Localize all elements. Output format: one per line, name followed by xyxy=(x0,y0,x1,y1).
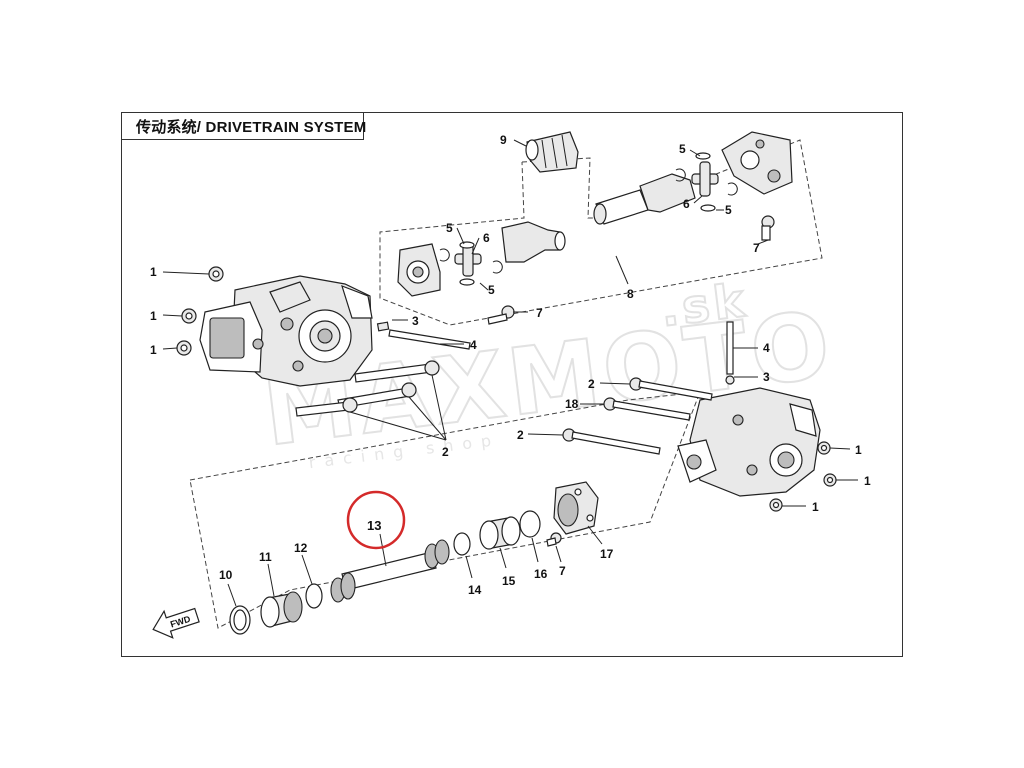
rear-differential xyxy=(677,387,821,497)
label-2b: 2 xyxy=(588,377,595,391)
label-4a: 4 xyxy=(470,338,477,352)
bearing-11 xyxy=(260,591,303,628)
label-13: 13 xyxy=(367,518,381,533)
label-5b: 5 xyxy=(488,283,495,297)
label-9: 9 xyxy=(500,133,507,147)
label-15: 15 xyxy=(502,574,516,588)
label-1a: 1 xyxy=(150,265,157,279)
label-4b: 4 xyxy=(763,341,770,355)
label-6a: 6 xyxy=(483,231,490,245)
flange-yoke-right xyxy=(721,131,793,195)
label-1e: 1 xyxy=(864,474,871,488)
fwd-direction-arrow: FWD xyxy=(152,607,200,639)
boot-9 xyxy=(525,131,579,173)
circlip-6d xyxy=(727,182,738,196)
label-3a: 3 xyxy=(412,314,419,328)
bolt-18 xyxy=(603,397,691,421)
highlight-circle-part-13 xyxy=(346,490,406,550)
circlip-6a xyxy=(439,248,450,262)
label-1c: 1 xyxy=(150,343,157,357)
nut-1e xyxy=(823,473,837,487)
upper-shaft-boundary xyxy=(379,139,823,326)
shaft-4-right xyxy=(726,321,734,375)
ring-16 xyxy=(519,510,541,538)
label-2c: 2 xyxy=(517,428,524,442)
label-8: 8 xyxy=(627,287,634,301)
universal-joint-right xyxy=(691,161,719,197)
label-12: 12 xyxy=(294,541,308,555)
bearing-15 xyxy=(479,516,521,550)
bearing-cap-5d xyxy=(700,204,716,212)
label-1d: 1 xyxy=(855,443,862,457)
label-7c: 7 xyxy=(559,564,566,578)
bolt-2c xyxy=(295,397,358,417)
lower-shaft-boundary xyxy=(189,391,701,629)
splined-shaft xyxy=(593,173,696,225)
label-17: 17 xyxy=(600,547,614,561)
circlip-6b xyxy=(492,260,503,274)
bearing-cap-5c xyxy=(695,152,711,160)
pin-3-upper xyxy=(376,321,390,332)
nut-1d xyxy=(817,441,831,455)
label-16: 16 xyxy=(534,567,548,581)
label-5d: 5 xyxy=(725,203,732,217)
bolt-2a xyxy=(354,360,440,383)
diagram-frame xyxy=(121,112,903,657)
label-1f: 1 xyxy=(812,500,819,514)
nut-1b xyxy=(181,308,197,324)
label-10: 10 xyxy=(219,568,233,582)
snap-ring-14 xyxy=(453,532,471,556)
universal-joint-left xyxy=(454,243,482,277)
flange-yoke-left xyxy=(397,243,441,297)
label-2a: 2 xyxy=(442,445,449,459)
label-5c: 5 xyxy=(679,142,686,156)
nut-1f xyxy=(769,498,783,512)
nut-1a xyxy=(208,266,224,282)
label-7b: 7 xyxy=(753,241,760,255)
label-1b: 1 xyxy=(150,309,157,323)
flange-17 xyxy=(553,481,599,535)
oil-seal-10 xyxy=(229,605,251,635)
leader-lines xyxy=(162,139,858,607)
bolt-7-lower xyxy=(546,532,562,547)
part-labels: 1 1 1 1 1 1 2 2 2 3 3 4 4 5 5 5 5 6 6 7 … xyxy=(150,133,871,597)
bearing-cap-5b xyxy=(459,278,475,286)
pin-3-right xyxy=(725,375,735,385)
title-box: 传动系统/ DRIVETRAIN SYSTEM xyxy=(121,112,367,140)
label-18: 18 xyxy=(565,397,579,411)
shaft-yoke-left xyxy=(501,221,566,263)
label-5a: 5 xyxy=(446,221,453,235)
label-7a: 7 xyxy=(536,306,543,320)
circlip-6c xyxy=(675,168,686,182)
driveshaft-13 xyxy=(330,539,450,603)
label-3b: 3 xyxy=(763,370,770,384)
label-11: 11 xyxy=(259,550,272,564)
ring-12 xyxy=(305,583,323,609)
bolt-2e xyxy=(562,428,661,455)
bearing-cap-5a xyxy=(459,241,475,249)
bolt-7-upper xyxy=(487,305,515,325)
label-6b: 6 xyxy=(683,197,690,211)
bolt-7-right xyxy=(761,215,775,241)
label-14: 14 xyxy=(468,583,482,597)
nut-1c xyxy=(176,340,192,356)
front-gearbox xyxy=(199,275,373,387)
watermark-suffix: .sk xyxy=(658,273,751,337)
page-title: 传动系统/ DRIVETRAIN SYSTEM xyxy=(136,118,367,136)
